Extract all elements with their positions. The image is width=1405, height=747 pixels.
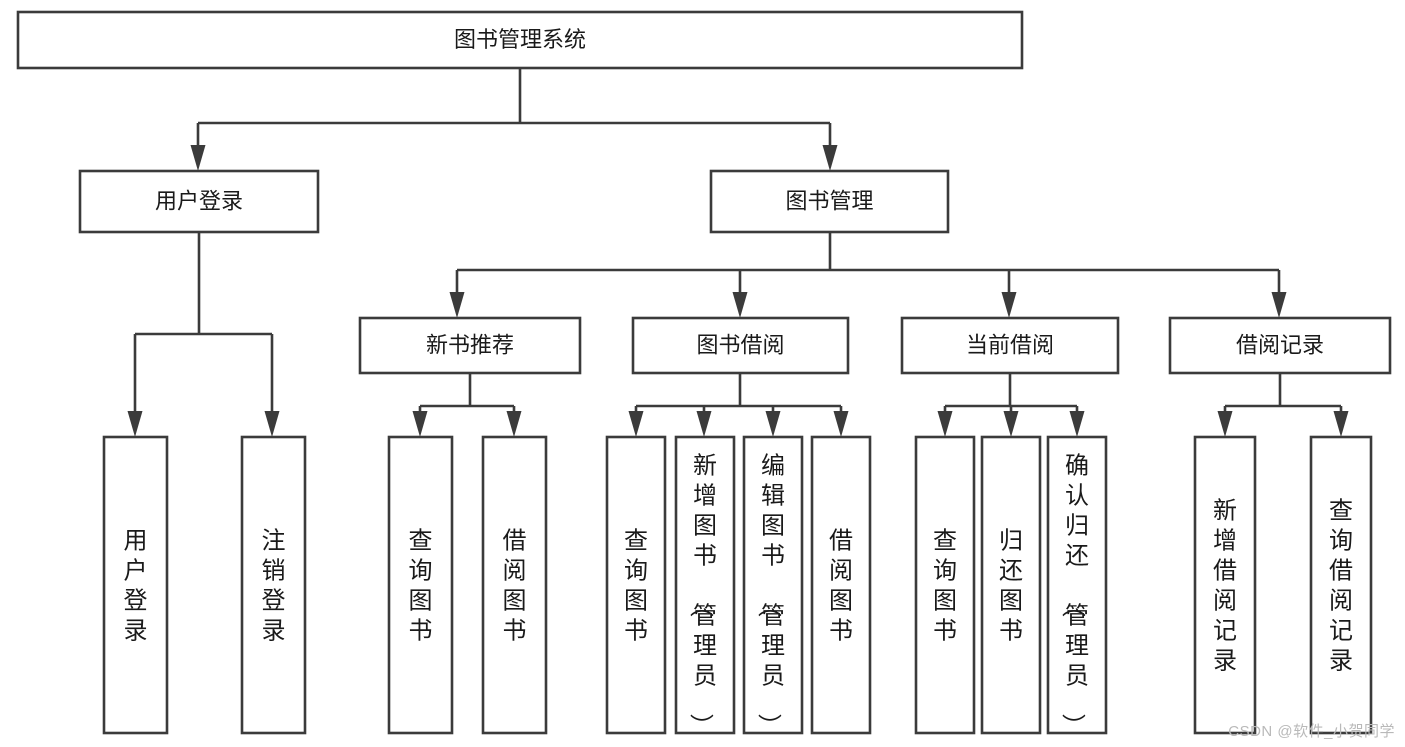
node-leaf-return-book[interactable]: 归还图书 bbox=[980, 435, 1042, 735]
node-label: 借阅记录 bbox=[1236, 332, 1324, 357]
edge-record-bus bbox=[1217, 373, 1349, 437]
edge-borrow-bus bbox=[628, 373, 849, 437]
node-label: 图书管理系统 bbox=[454, 27, 586, 52]
node-book-borrow[interactable]: 图书借阅 bbox=[631, 316, 850, 375]
node-label: 注销登录 bbox=[262, 527, 286, 644]
node-root-图书管理系统[interactable]: 图书管理系统 bbox=[16, 10, 1024, 70]
edge-recommend-bus bbox=[412, 373, 522, 437]
node-label: 查询借阅记录 bbox=[1329, 497, 1353, 674]
edge-root-bus bbox=[190, 68, 838, 171]
node-label: 借阅图书 bbox=[829, 527, 853, 644]
node-leaf-add-record[interactable]: 新增借阅记录 bbox=[1193, 435, 1257, 735]
node-label: 查询图书 bbox=[624, 527, 648, 644]
node-new-book-recommend[interactable]: 新书推荐 bbox=[358, 316, 582, 375]
node-leaf-logout-login[interactable]: 注销登录 bbox=[240, 435, 307, 735]
node-book-manage[interactable]: 图书管理 bbox=[709, 169, 950, 234]
node-borrow-record[interactable]: 借阅记录 bbox=[1168, 316, 1392, 375]
node-label: 图书管理 bbox=[785, 188, 873, 213]
node-label: 图书借阅 bbox=[696, 332, 784, 357]
node-leaf-query-book-1[interactable]: 查询图书 bbox=[387, 435, 454, 735]
connector-layer bbox=[127, 68, 1349, 437]
node-current-borrow[interactable]: 当前借阅 bbox=[900, 316, 1120, 375]
node-leaf-query-record[interactable]: 查询借阅记录 bbox=[1309, 435, 1373, 735]
node-leaf-query-book-3[interactable]: 查询图书 bbox=[914, 435, 976, 735]
node-layer: 图书管理系统用户登录图书管理新书推荐图书借阅当前借阅借阅记录用户登录注销登录查询… bbox=[16, 10, 1392, 737]
node-leaf-confirm-return[interactable]: 确认归还（管理员） bbox=[1046, 435, 1108, 737]
node-leaf-query-book-2[interactable]: 查询图书 bbox=[605, 435, 667, 735]
node-leaf-user-login[interactable]: 用户登录 bbox=[102, 435, 169, 735]
node-leaf-add-book[interactable]: 新增图书（管理员） bbox=[674, 435, 736, 737]
node-label: 当前借阅 bbox=[966, 332, 1054, 357]
edge-current-bus bbox=[937, 373, 1085, 437]
node-leaf-borrow-book-1[interactable]: 借阅图书 bbox=[481, 435, 548, 735]
watermark-text: CSDN @软件_小贺同学 bbox=[1228, 723, 1395, 740]
node-label: 编辑图书（管理员） bbox=[755, 452, 785, 737]
node-label: 用户登录 bbox=[155, 188, 243, 213]
node-label: 查询图书 bbox=[933, 527, 957, 644]
node-label: 归还图书 bbox=[999, 527, 1023, 644]
edge-user-login-bus bbox=[127, 232, 280, 437]
node-leaf-edit-book[interactable]: 编辑图书（管理员） bbox=[742, 435, 804, 737]
node-leaf-borrow-book-2[interactable]: 借阅图书 bbox=[810, 435, 872, 735]
node-user-login[interactable]: 用户登录 bbox=[78, 169, 320, 234]
node-label: 新增图书（管理员） bbox=[687, 452, 717, 737]
node-label: 新书推荐 bbox=[426, 332, 514, 357]
edge-book-manage-bus bbox=[449, 232, 1287, 318]
node-label: 确认归还（管理员） bbox=[1059, 452, 1089, 737]
node-label: 新增借阅记录 bbox=[1213, 497, 1237, 674]
node-label: 用户登录 bbox=[124, 527, 148, 644]
node-label: 查询图书 bbox=[409, 527, 433, 644]
node-label: 借阅图书 bbox=[503, 527, 527, 644]
